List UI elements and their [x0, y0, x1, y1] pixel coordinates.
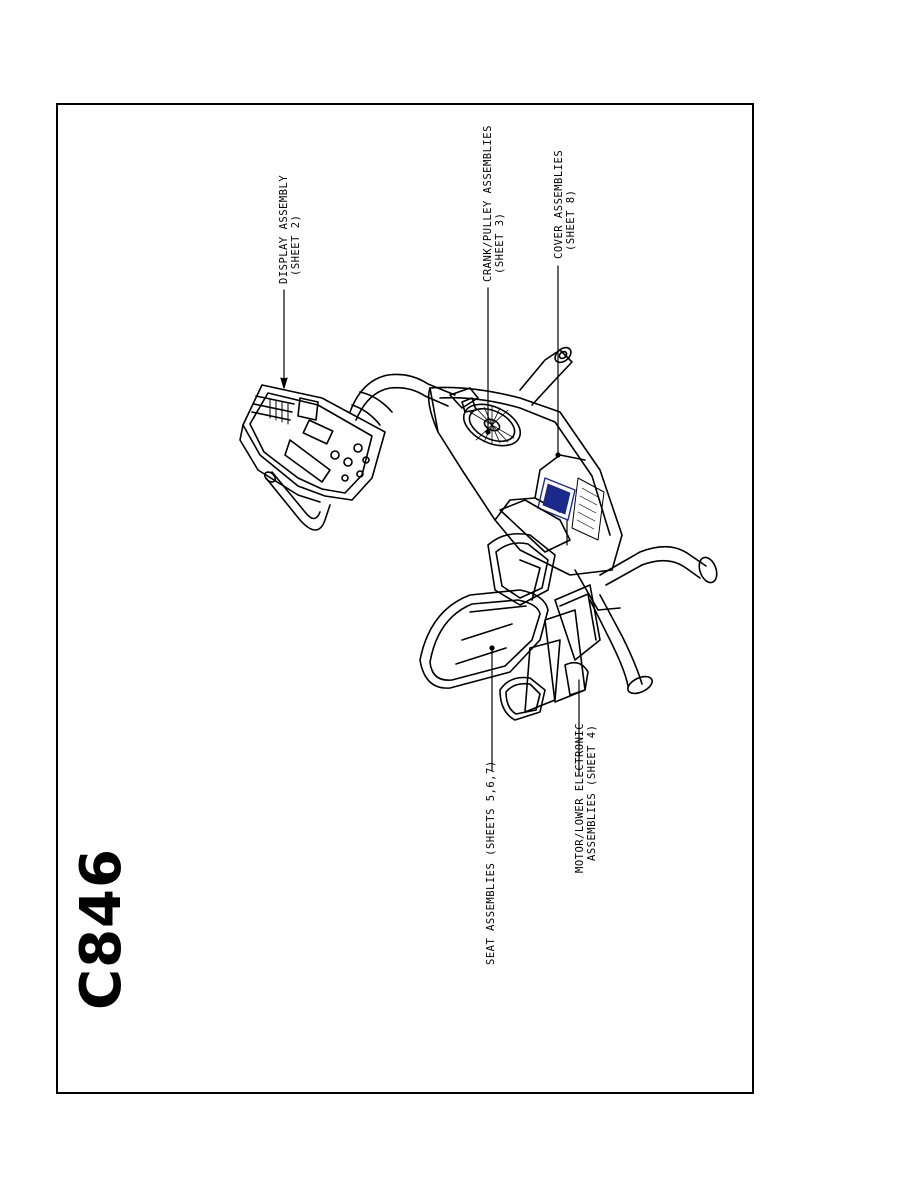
display-console	[239, 384, 386, 503]
leader-dot-seat	[489, 645, 495, 651]
rear-post	[519, 346, 573, 406]
side-vent	[571, 477, 605, 541]
seat-assembly	[419, 499, 601, 721]
leader-lines	[280, 265, 580, 776]
main-frame	[427, 386, 623, 576]
drawing-frame	[56, 103, 754, 1094]
leader-display-arrow	[280, 377, 288, 389]
crank-pulley	[462, 403, 522, 447]
base-legs	[574, 545, 718, 695]
handlebars	[263, 373, 456, 531]
logo-badge	[537, 477, 576, 521]
